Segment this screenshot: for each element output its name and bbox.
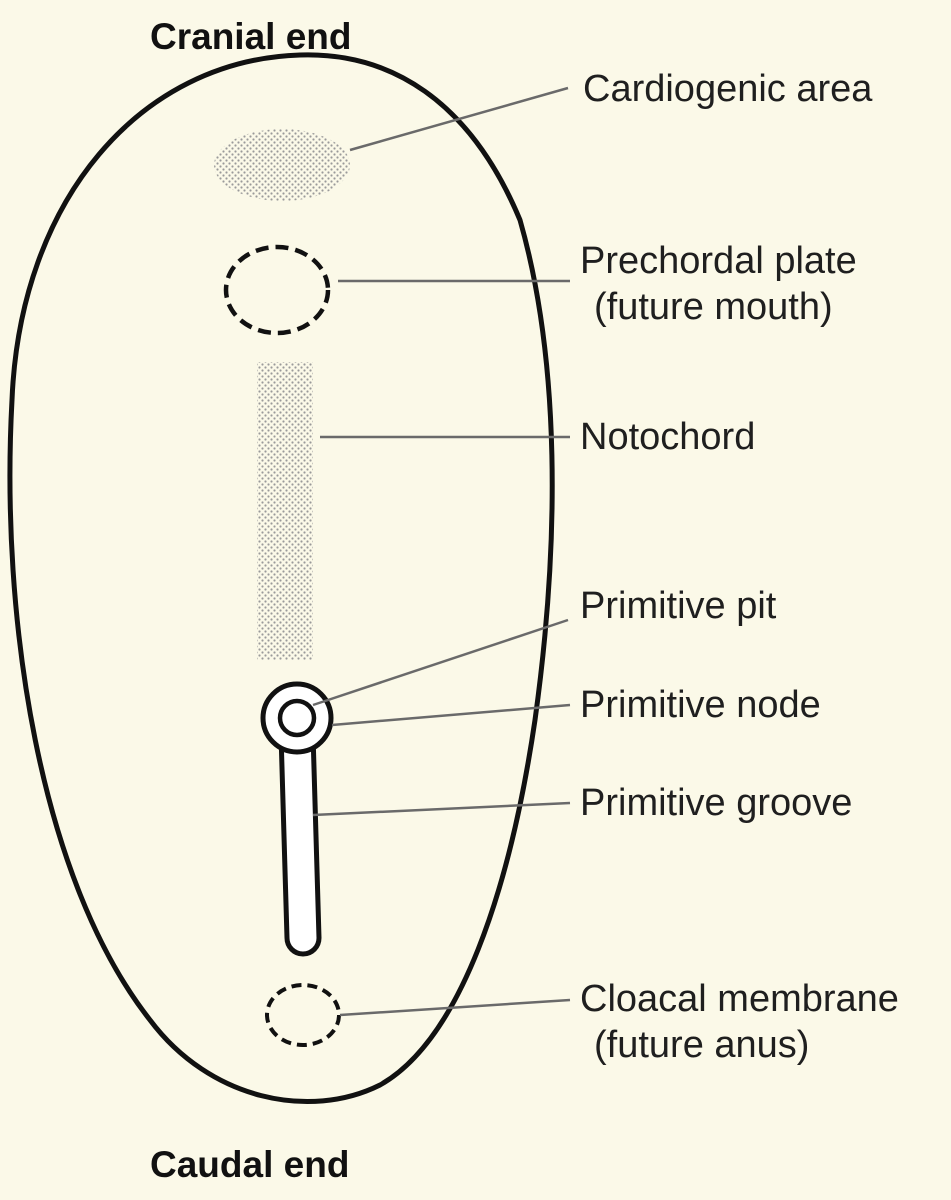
primitive-node-label: Primitive node <box>580 684 821 726</box>
primitive-groove-leader-line <box>312 801 571 817</box>
cloacal-membrane-label-line1: Cloacal membrane <box>580 978 899 1020</box>
prechordal-plate-label-line1: Prechordal plate <box>580 240 857 282</box>
embryonic-disc-outline <box>7 52 555 1104</box>
cloacal-membrane-label: Cloacal membrane (future anus) <box>580 976 899 1068</box>
cardiogenic-area-label: Cardiogenic area <box>583 68 873 110</box>
caudal-end-label: Caudal end <box>150 1144 350 1185</box>
cloacal-membrane-label-line2: (future anus) <box>594 1024 810 1066</box>
primitive-pit-leader-line <box>312 618 569 707</box>
prechordal-plate-shape <box>223 244 331 336</box>
primitive-node-leader-line <box>331 703 571 727</box>
prechordal-plate-label: Prechordal plate (future mouth) <box>580 238 857 330</box>
prechordal-plate-label-line2: (future mouth) <box>594 286 833 328</box>
cardiogenic-area-shape <box>214 129 350 201</box>
primitive-groove-label: Primitive groove <box>580 782 853 824</box>
cranial-end-label: Cranial end <box>150 16 352 57</box>
notochord-shape <box>257 362 313 660</box>
primitive-groove-shape <box>278 733 322 957</box>
primitive-pit-shape <box>277 698 317 738</box>
cloacal-membrane-shape <box>265 983 341 1047</box>
cloacal-leader-line <box>339 998 571 1017</box>
notochord-label: Notochord <box>580 416 756 458</box>
cardiogenic-leader-line <box>349 86 569 152</box>
primitive-pit-label: Primitive pit <box>580 585 777 627</box>
